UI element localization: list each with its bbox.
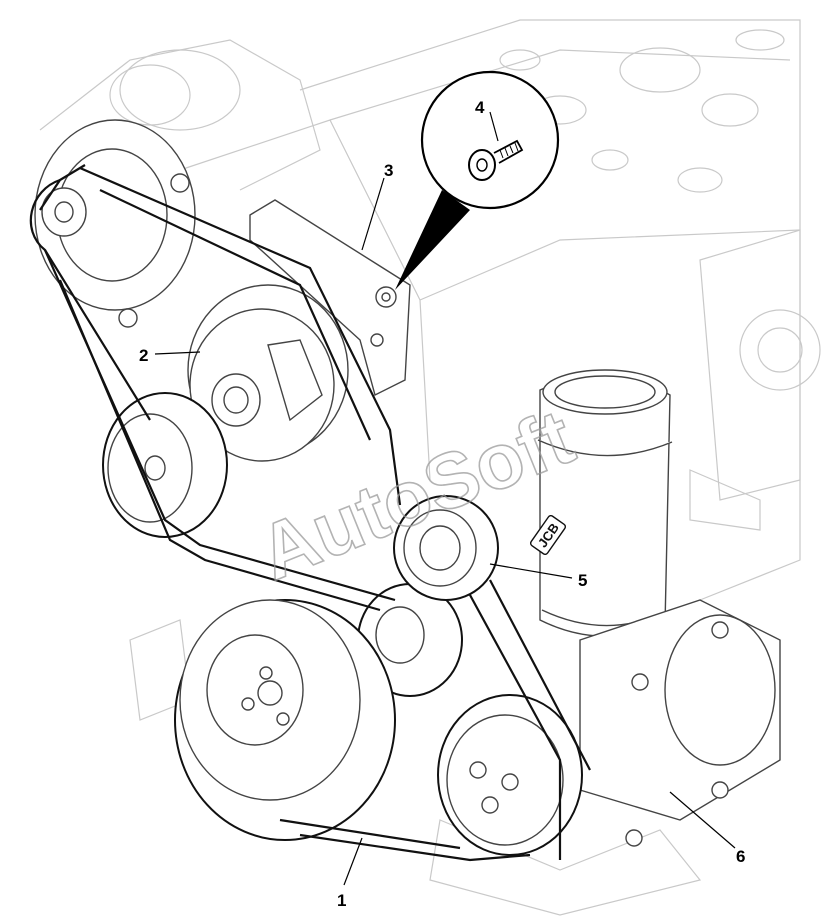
tensioner-bracket (249, 199, 411, 397)
callout-6: 6 (736, 847, 745, 866)
callout-3: 3 (384, 161, 393, 180)
oil-filter: JCB (529, 369, 673, 637)
leader-lines (154, 111, 736, 886)
ac-compressor (437, 599, 781, 856)
engine-block-background (39, 19, 821, 916)
drive-belt (29, 164, 591, 862)
callout-labels: 1 2 3 4 5 6 (139, 98, 745, 910)
callout-5: 5 (578, 571, 587, 590)
tensioner-pulley (393, 495, 499, 601)
water-pump-pulley (187, 284, 349, 462)
callout-4: 4 (475, 98, 485, 117)
callout-1: 1 (337, 891, 346, 910)
callout-2: 2 (139, 346, 148, 365)
detail-inset (395, 70, 560, 290)
idler-pulley-left (102, 392, 228, 538)
bolt-detail (468, 139, 524, 181)
crankshaft-pulley (174, 599, 396, 841)
alternator (34, 119, 196, 328)
